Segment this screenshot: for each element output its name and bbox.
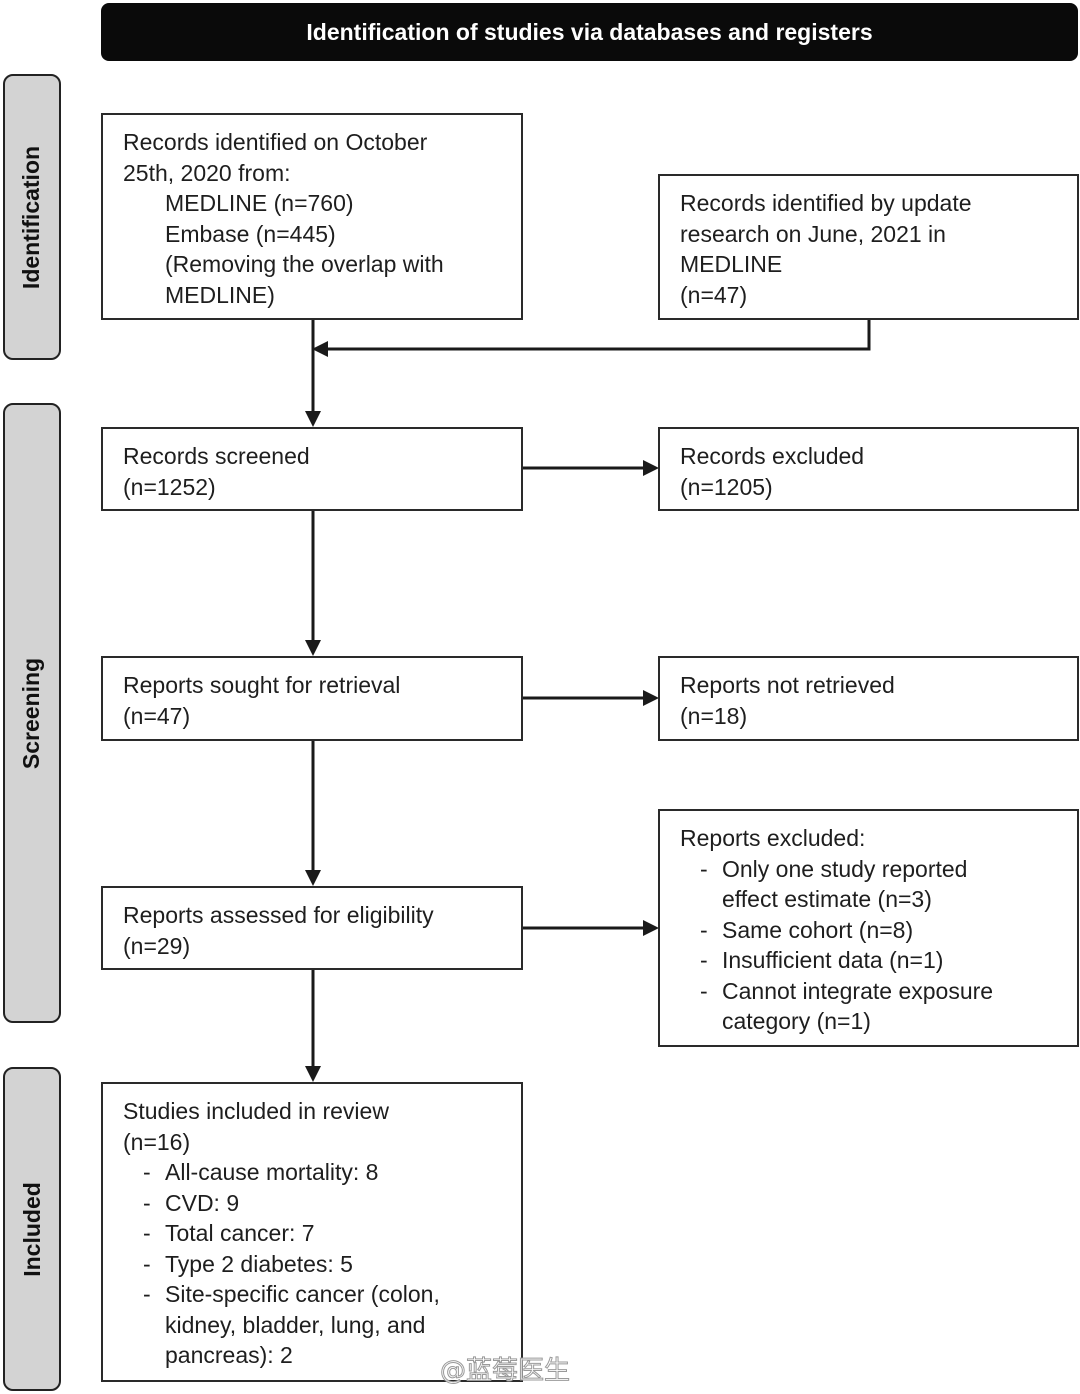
- text-line: Embase (n=445): [165, 220, 336, 247]
- box-reports-sought: Reports sought for retrieval (n=47): [101, 656, 523, 741]
- list-item-text: Type 2 diabetes: 5: [165, 1250, 353, 1277]
- box-records-identified: Records identified on October 25th, 2020…: [101, 113, 523, 320]
- text-line: (n=16): [123, 1128, 191, 1155]
- text-line: (n=1205): [680, 473, 773, 500]
- header-title: Identification of studies via databases …: [306, 18, 873, 45]
- text-line: 25th, 2020 from:: [123, 159, 291, 186]
- list-item: -Same cohort (n=8): [680, 915, 1063, 946]
- text-line: Reports excluded:: [680, 825, 866, 851]
- text-line: effect estimate (n=3): [722, 886, 932, 912]
- text-line: research on June, 2021 in: [680, 220, 946, 247]
- phase-screening: Screening: [3, 403, 61, 1023]
- text-line: Records identified by update: [680, 190, 972, 216]
- text-line: (Removing the overlap with: [165, 251, 444, 277]
- text-line: category (n=1): [722, 1008, 871, 1034]
- arrowhead-down-3: [305, 870, 321, 886]
- text-line: MEDLINE): [165, 281, 275, 308]
- text-line: MEDLINE: [680, 251, 783, 277]
- bullet-dash: -: [143, 1189, 151, 1216]
- list-item-text: CVD: 9: [165, 1189, 240, 1216]
- list-item: -Only one study reported: [680, 854, 1063, 885]
- list-item: -All-cause mortality: 8: [123, 1157, 507, 1188]
- arrowhead-down-2: [305, 640, 321, 656]
- list-item: -Site-specific cancer (colon,: [123, 1279, 507, 1310]
- text-line: Records excluded: [680, 443, 865, 469]
- list-item: -CVD: 9: [123, 1188, 507, 1219]
- box-reports-assessed: Reports assessed for eligibility (n=29): [101, 886, 523, 970]
- arrowhead-right-2: [643, 690, 659, 706]
- arrowhead-left-merge: [312, 341, 328, 357]
- text-line: Records screened: [123, 443, 310, 469]
- list-item-text: All-cause mortality: 8: [165, 1159, 379, 1185]
- box-records-screened: Records screened (n=1252): [101, 427, 523, 511]
- list-item-text: Total cancer: 7: [165, 1220, 315, 1246]
- text-line: kidney, bladder, lung, and: [165, 1311, 426, 1338]
- bullet-dash: -: [143, 1250, 151, 1277]
- bullet-dash: -: [143, 1281, 151, 1307]
- list-item: -Total cancer: 7: [123, 1218, 507, 1249]
- bullet-dash: -: [700, 855, 708, 882]
- list-item-text: Cannot integrate exposure: [722, 977, 994, 1004]
- text-line: (n=29): [123, 932, 191, 959]
- bullet-dash: -: [700, 947, 708, 973]
- list-item-text: Same cohort (n=8): [722, 916, 914, 943]
- box-studies-included: Studies included in review (n=16) -All-c…: [101, 1082, 523, 1382]
- text-line: (n=47): [123, 702, 191, 729]
- header-banner: Identification of studies via databases …: [101, 3, 1078, 61]
- list-item: -Type 2 diabetes: 5: [123, 1249, 507, 1280]
- phase-identification: Identification: [3, 74, 61, 360]
- box-reports-excluded: Reports excluded: -Only one study report…: [658, 809, 1079, 1047]
- text-line: Studies included in review: [123, 1098, 389, 1124]
- bullet-dash: -: [143, 1220, 151, 1246]
- text-line: (n=18): [680, 702, 748, 729]
- arrowhead-right-3: [643, 920, 659, 936]
- list-item-text: Site-specific cancer (colon,: [165, 1281, 440, 1307]
- arrowhead-right-1: [643, 460, 659, 476]
- box-records-excluded: Records excluded (n=1205): [658, 427, 1079, 511]
- watermark: @蓝莓医生: [439, 1356, 571, 1387]
- list-item: -Insufficient data (n=1): [680, 945, 1063, 976]
- bullet-dash: -: [700, 977, 708, 1004]
- text-line: Reports assessed for eligibility: [123, 902, 434, 928]
- list-item: -Cannot integrate exposure: [680, 976, 1063, 1007]
- text-line: Reports sought for retrieval: [123, 672, 401, 698]
- list-item-text: Insufficient data (n=1): [722, 947, 944, 973]
- box-reports-not-retrieved: Reports not retrieved (n=18): [658, 656, 1079, 741]
- bullet-dash: -: [700, 916, 708, 943]
- text-line: Reports not retrieved: [680, 672, 895, 698]
- arrowhead-down-4: [305, 1066, 321, 1082]
- list-item-text: Only one study reported: [722, 855, 968, 882]
- phase-included: Included: [3, 1067, 61, 1391]
- box-records-update: Records identified by update research on…: [658, 174, 1079, 320]
- text-line: Records identified on October: [123, 129, 428, 155]
- bullet-dash: -: [143, 1159, 151, 1185]
- text-line: (n=47): [680, 281, 748, 308]
- text-line: pancreas): 2: [165, 1342, 293, 1368]
- text-line: (n=1252): [123, 473, 216, 500]
- arrowhead-down-1: [305, 411, 321, 427]
- arrow-update-merge: [318, 319, 871, 351]
- text-line: MEDLINE (n=760): [165, 190, 354, 216]
